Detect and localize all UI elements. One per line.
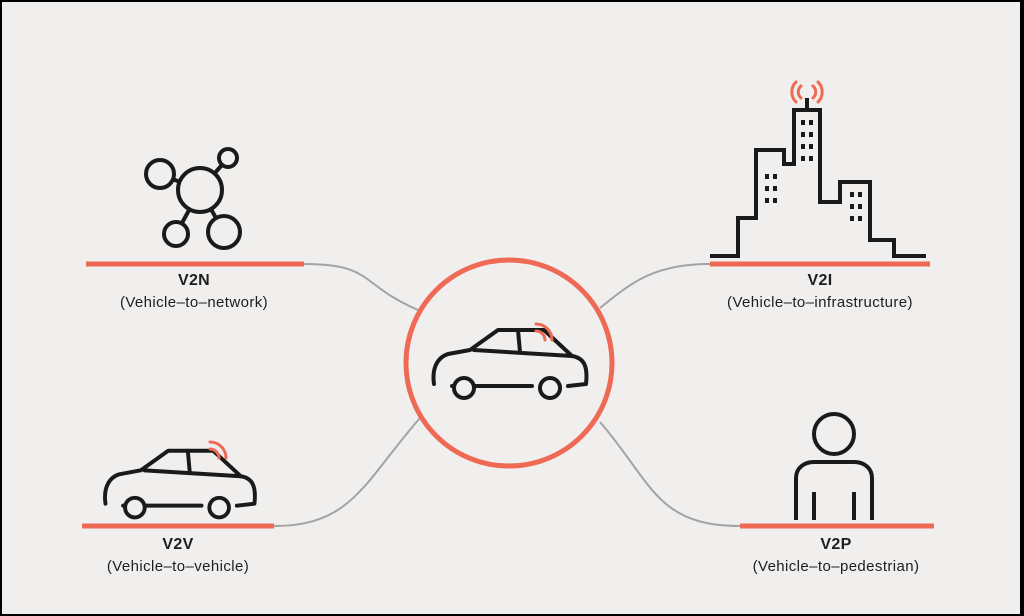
node-description: (Vehicle–to–vehicle) [106,558,250,575]
connector-v2i [599,263,711,309]
node-code: V2P [820,536,852,553]
node-code: V2V [162,536,194,553]
node-description: (Vehicle–to–pedestrian) [752,558,920,575]
network-icon [144,147,242,250]
node-v2p: V2P (Vehicle–to–pedestrian) [753,534,920,578]
city-buildings-icon [710,98,926,258]
signal-icon [208,440,228,460]
node-v2i: V2I (Vehicle–to–infrastructure) [727,270,913,314]
connector-v2v [273,417,421,527]
person-icon [794,412,874,520]
node-code: V2N [177,272,211,289]
node-v2v: V2V (Vehicle–to–vehicle) [107,534,249,578]
node-description: (Vehicle–to–network) [119,294,269,311]
car-icon [103,448,257,520]
node-v2n: V2N (Vehicle–to–network) [120,270,268,314]
connector-v2p [599,421,741,527]
hub-circle [403,257,615,469]
node-description: (Vehicle–to–infrastructure) [727,294,913,311]
node-code: V2I [807,272,833,289]
connector-v2n [303,263,419,311]
antenna-signal-icon [790,80,824,104]
